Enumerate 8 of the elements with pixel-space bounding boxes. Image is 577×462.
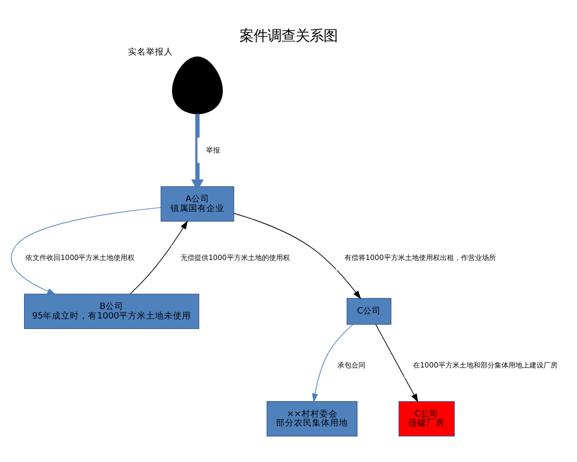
node-label: 实名举报人 — [128, 47, 173, 58]
edge-label: 有偿将1000平方米土地使用权出租，作营业场所 — [344, 252, 496, 262]
edge-label: 承包合同 — [337, 360, 366, 370]
edge-label: 无偿提供1000平方米土地的使用权 — [180, 252, 290, 262]
diagram-title: 案件调查关系图 — [240, 28, 338, 44]
edge-label: 举报 — [206, 145, 220, 154]
edge-label: 在1000平方米土地和部分集体用地上建设厂房 — [412, 360, 558, 370]
edge-label: 依文件收回1000平方米土地使用权 — [25, 252, 135, 262]
